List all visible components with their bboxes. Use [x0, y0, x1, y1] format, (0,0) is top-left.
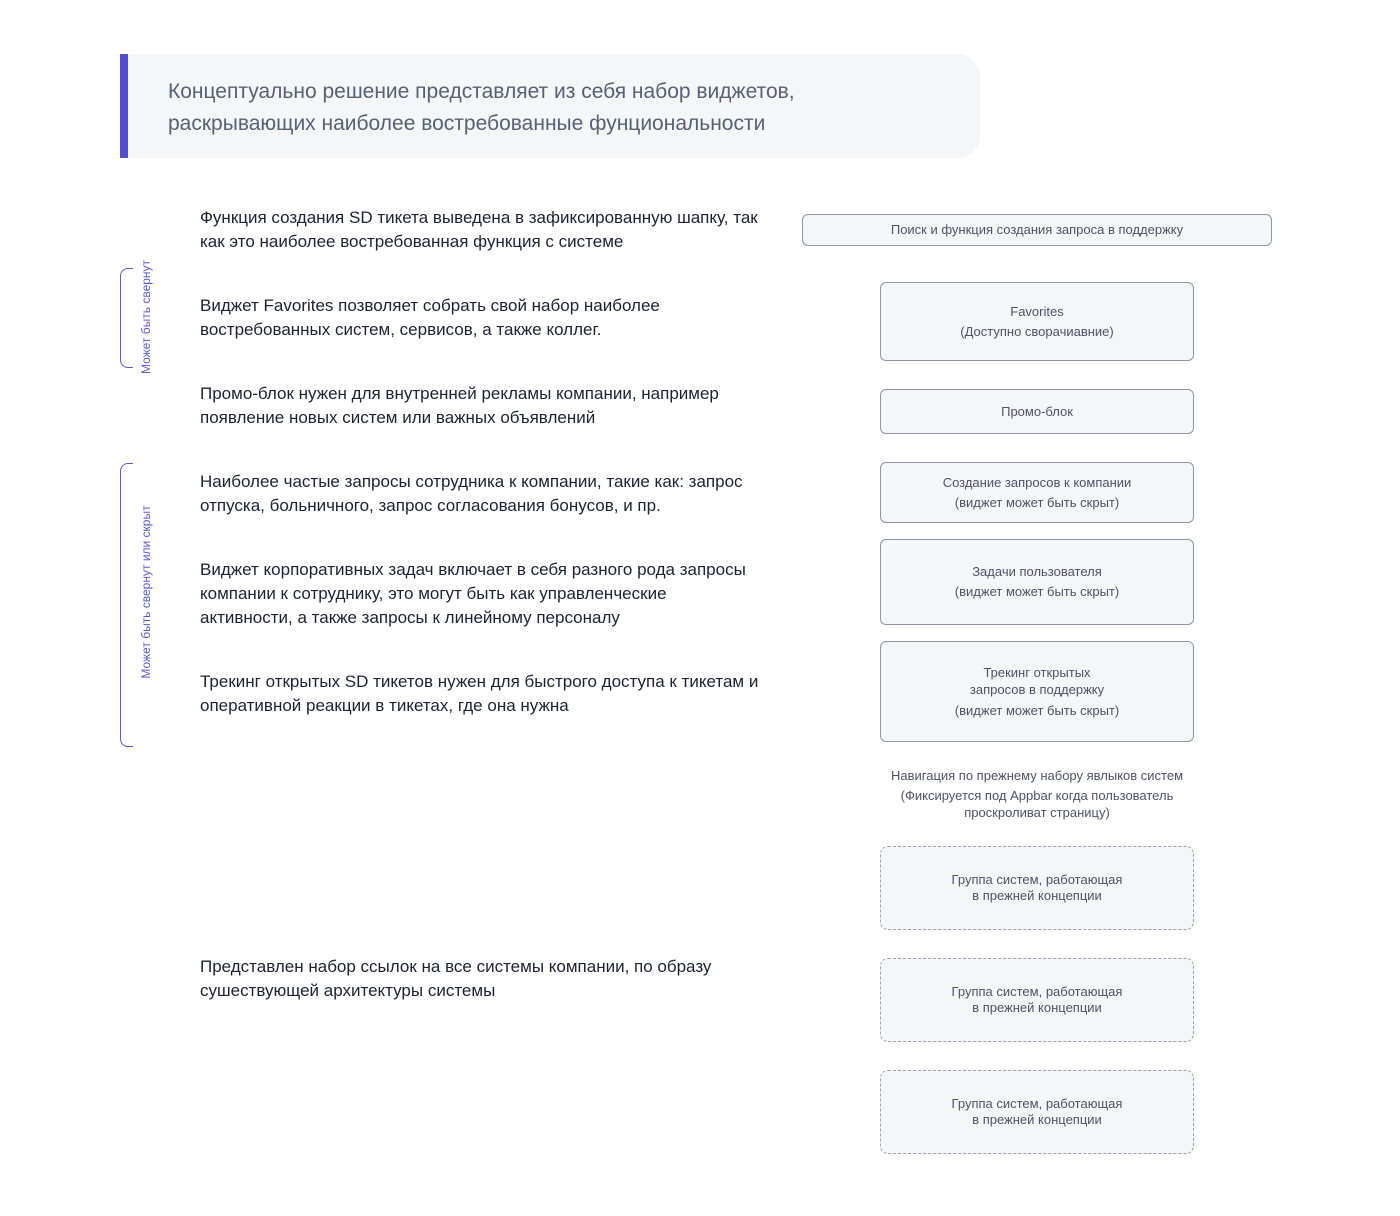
group-label: Группа систем, работающая	[951, 1096, 1123, 1111]
widget-note: (виджет может быть скрыт)	[954, 584, 1120, 599]
widget-label: Трекинг открытых	[983, 665, 1091, 680]
widget-label: Поиск и функция создания запроса в подде…	[890, 222, 1184, 237]
description-favorites: Виджет Favorites позволяет собрать свой …	[200, 294, 770, 342]
description-links: Представлен набор ссылок на все системы …	[200, 955, 770, 1003]
widget-note: (виджет может быть скрыт)	[954, 494, 1120, 510]
description-tasks: Виджет корпоративных задач включает в се…	[200, 558, 770, 630]
description-requests: Наиболее частые запросы сотрудника к ком…	[200, 470, 770, 518]
description-line: Промо-блок нужен для внутренней рекламы …	[200, 384, 719, 403]
description-line: Представлен набор ссылок на все системы …	[200, 957, 712, 976]
promo-widget: Промо-блок	[880, 389, 1194, 434]
description-line: Виджет корпоративных задач включает в се…	[200, 560, 746, 579]
intro-text: Концептуально решение представляет из се…	[168, 76, 948, 140]
description-line: Функция создания SD тикета выведена в за…	[200, 208, 758, 227]
company-requests-widget: Создание запросов к компании (виджет мож…	[880, 462, 1194, 523]
group-label: в прежней концепции	[972, 888, 1102, 903]
navigation-line: проскроливат страницу)	[964, 805, 1110, 820]
widget-note: (Доступно сворачиавние)	[960, 323, 1114, 339]
widget-label: Favorites	[1010, 303, 1064, 319]
description-line: Наиболее частые запросы сотрудника к ком…	[200, 472, 743, 491]
widget-label: Промо-блок	[1001, 403, 1073, 419]
collapsible-bracket	[120, 268, 133, 368]
widget-note: (виджет может быть скрыт)	[954, 703, 1120, 718]
description-line: как это наиболее востребованная функция …	[200, 232, 624, 251]
description-line: появление новых систем или важных объявл…	[200, 408, 596, 427]
search-support-bar: Поиск и функция создания запроса в подде…	[802, 214, 1272, 246]
description-line: оперативной реакции в тикетах, где она н…	[200, 696, 569, 715]
description-promo: Промо-блок нужен для внутренней рекламы …	[200, 382, 770, 430]
user-tasks-widget: Задачи пользователя (виджет может быть с…	[880, 539, 1194, 625]
navigation-note: Навигация по прежнему набору явлыков сис…	[880, 767, 1194, 821]
navigation-title: Навигация по прежнему набору явлыков сис…	[890, 768, 1184, 783]
navigation-line: (Фиксируется под Appbar когда пользовате…	[900, 788, 1174, 803]
callout-accent-bar	[120, 54, 128, 158]
bracket-label-collapsible: Может быть свернут	[139, 259, 153, 375]
group-label: Группа систем, работающая	[951, 872, 1123, 887]
legacy-system-group: Группа систем, работающая в прежней конц…	[880, 846, 1194, 930]
group-label: в прежней концепции	[972, 1000, 1102, 1015]
description-line: Виджет Favorites позволяет собрать свой …	[200, 296, 660, 315]
legacy-system-group: Группа систем, работающая в прежней конц…	[880, 1070, 1194, 1154]
description-tracking: Трекинг открытых SD тикетов нужен для бы…	[200, 670, 770, 718]
bracket-label-collapsible-or-hidden: Может быть свернут или скрыт	[139, 505, 153, 679]
favorites-widget: Favorites (Доступно сворачиавние)	[880, 282, 1194, 361]
description-line: активности, а также запросы к линейному …	[200, 608, 620, 627]
description-line: сушествующей архитектуры системы	[200, 981, 496, 1000]
legacy-system-group: Группа систем, работающая в прежней конц…	[880, 958, 1194, 1042]
group-label: в прежней концепции	[972, 1112, 1102, 1127]
description-line: Трекинг открытых SD тикетов нужен для бы…	[200, 672, 759, 691]
description-line: компании к сотруднику, это могут быть ка…	[200, 584, 667, 603]
description-sd-ticket: Функция создания SD тикета выведена в за…	[200, 206, 770, 254]
widget-label: Создание запросов к компании	[942, 474, 1132, 490]
intro-line: Концептуально решение представляет из се…	[168, 80, 795, 103]
intro-line: раскрывающих наиболее востребованные фун…	[168, 112, 766, 135]
collapsible-or-hidden-bracket	[120, 463, 133, 747]
intro-callout: Концептуально решение представляет из се…	[120, 54, 980, 158]
group-label: Группа систем, работающая	[951, 984, 1123, 999]
description-line: отпуска, больничного, запрос согласовани…	[200, 496, 661, 515]
widget-label: Задачи пользователя	[972, 564, 1102, 579]
ticket-tracking-widget: Трекинг открытых запросов в поддержку (в…	[880, 641, 1194, 742]
widget-label: запросов в поддержку	[969, 682, 1105, 697]
description-line: востребованных систем, сервисов, а также…	[200, 320, 602, 339]
